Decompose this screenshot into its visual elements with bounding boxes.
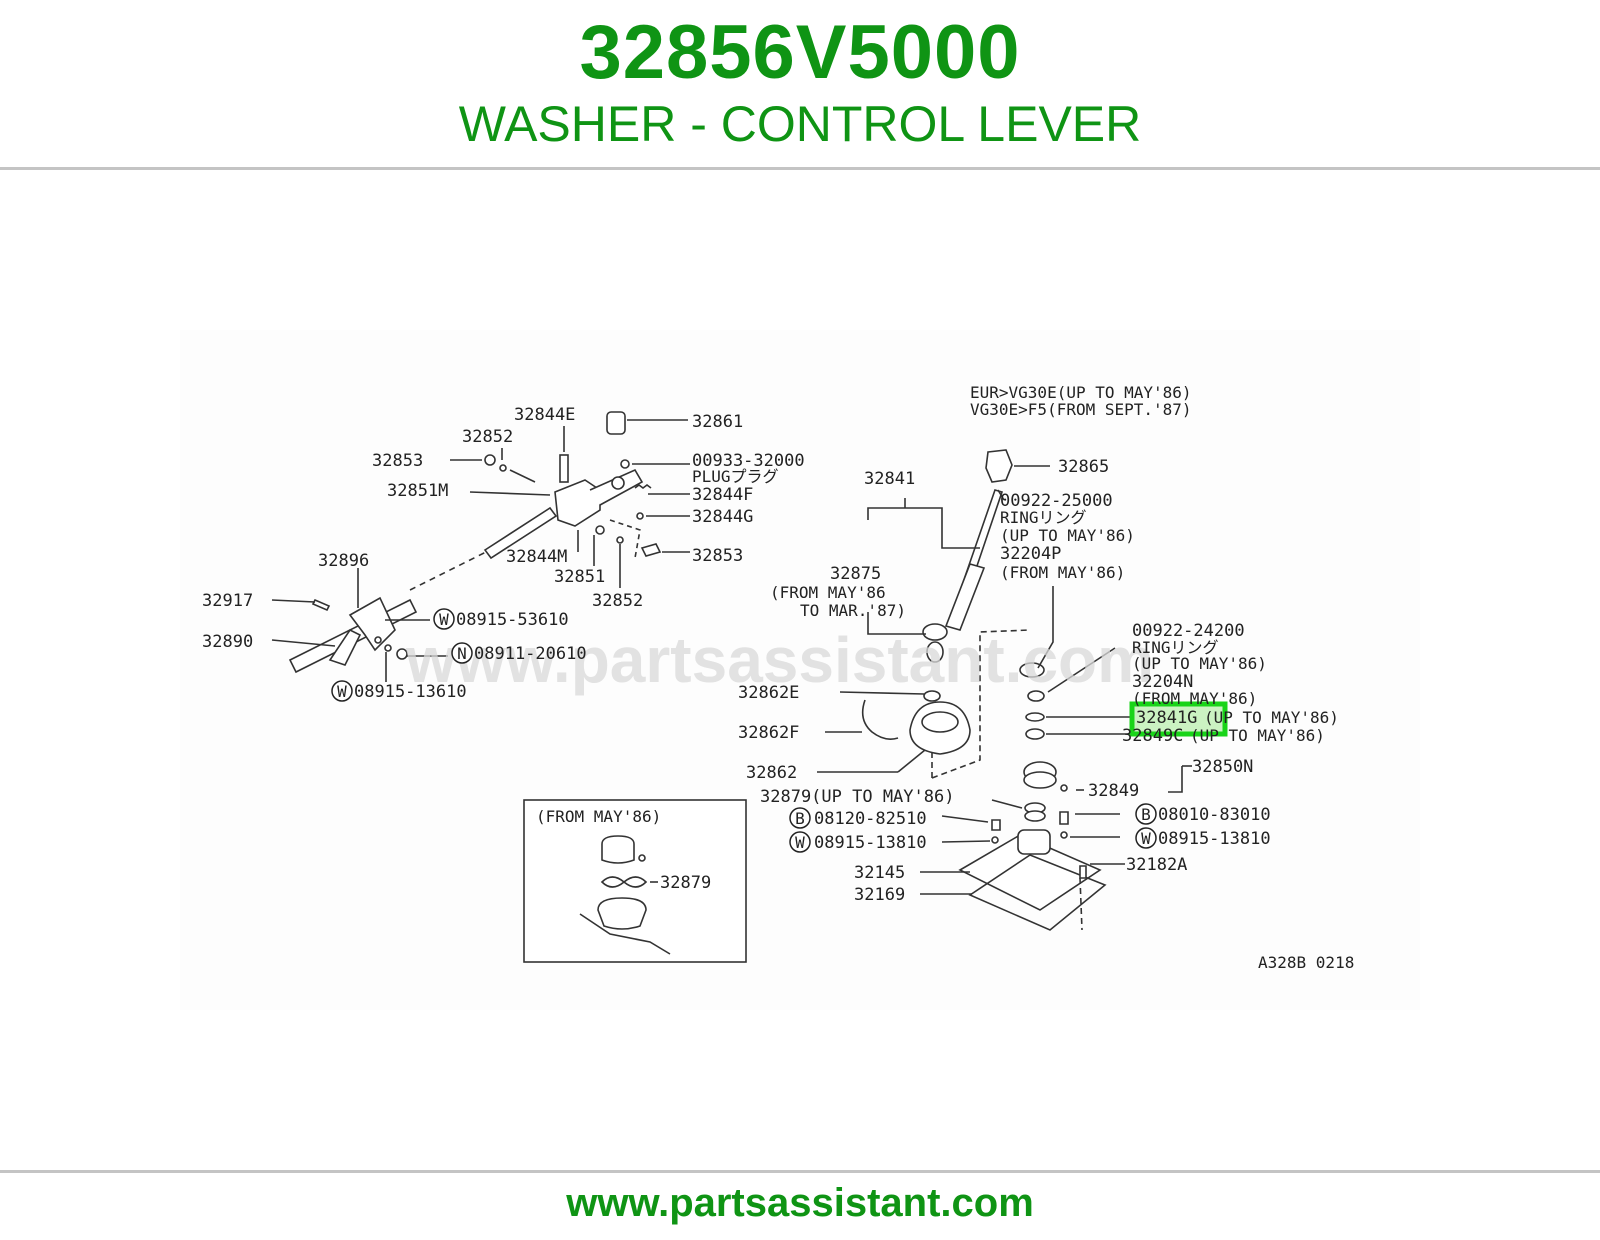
- part-label[interactable]: 32182A: [1126, 855, 1187, 875]
- footer-divider: [0, 1170, 1600, 1173]
- part-label[interactable]: 32917: [202, 591, 253, 611]
- part-label[interactable]: 32879: [660, 873, 711, 893]
- diagram-linework: [271, 411, 1192, 931]
- date-note: (UP TO MAY'86): [1190, 726, 1325, 745]
- part-label[interactable]: 08915-53610: [456, 610, 569, 630]
- bolt-mark: B: [1141, 805, 1151, 824]
- highlighted-part-label[interactable]: 32841G: [1136, 708, 1197, 728]
- part-label[interactable]: 00922-25000: [1000, 491, 1113, 511]
- part-label[interactable]: 08915-13810: [1158, 829, 1271, 849]
- part-label[interactable]: 32879(UP TO MAY'86): [760, 787, 954, 807]
- part-label[interactable]: 32851M: [387, 481, 448, 501]
- bolt-mark: B: [795, 809, 805, 828]
- washer-mark: W: [337, 682, 347, 701]
- part-label[interactable]: 32853: [692, 546, 743, 566]
- part-label[interactable]: 32145: [854, 863, 905, 883]
- part-label[interactable]: 08010-83010: [1158, 805, 1271, 825]
- footer-url[interactable]: www.partsassistant.com: [566, 1181, 1034, 1225]
- ring-note: RINGリング: [1000, 508, 1087, 527]
- date-note: TO MAR.'87): [800, 601, 906, 620]
- part-label[interactable]: 32862F: [738, 723, 799, 743]
- circle-marks: [331, 608, 1157, 853]
- part-label[interactable]: 32844M: [506, 547, 567, 567]
- inset-box: [523, 799, 747, 963]
- part-label[interactable]: 32852: [592, 591, 643, 611]
- part-label[interactable]: 00922-24200: [1132, 621, 1245, 641]
- part-label[interactable]: 32861: [692, 412, 743, 432]
- highlighted-part-box[interactable]: [1129, 701, 1228, 737]
- part-label[interactable]: 32844F: [692, 485, 753, 505]
- page-header: 32856V5000 WASHER - CONTROL LEVER: [0, 0, 1600, 168]
- ring-note: RINGリング: [1132, 638, 1219, 657]
- date-note: (UP TO MAY'86): [1000, 526, 1135, 545]
- part-label[interactable]: 08120-82510: [814, 809, 927, 829]
- header-divider: [0, 167, 1600, 170]
- part-label[interactable]: 32875: [830, 564, 881, 584]
- washer-mark: W: [439, 610, 449, 629]
- parts-diagram-svg: www.partsassistant.com W N W B W B W EUR…: [202, 383, 1354, 972]
- diagram-watermark: www.partsassistant.com: [405, 624, 1154, 696]
- part-label[interactable]: 32841: [864, 469, 915, 489]
- nut-mark: N: [457, 644, 467, 663]
- part-label[interactable]: 00933-32000: [692, 451, 805, 471]
- part-label[interactable]: 32169: [854, 885, 905, 905]
- part-label[interactable]: 32862E: [738, 683, 799, 703]
- part-label[interactable]: 32853: [372, 451, 423, 471]
- note-eur-line1: EUR>VG30E(UP TO MAY'86): [970, 383, 1192, 402]
- date-note: (UP TO MAY'86): [1132, 654, 1267, 673]
- plug-label: PLUGプラグ: [692, 467, 779, 486]
- part-label[interactable]: 32865: [1058, 457, 1109, 477]
- part-label[interactable]: 32849: [1088, 781, 1139, 801]
- washer-mark: W: [1141, 829, 1151, 848]
- part-label[interactable]: 32851: [554, 567, 605, 587]
- part-label[interactable]: 32862: [746, 763, 797, 783]
- part-label[interactable]: 32204P: [1000, 544, 1061, 564]
- date-note: (UP TO MAY'86): [1204, 708, 1339, 727]
- date-note: (FROM MAY'86): [1132, 689, 1257, 708]
- parts-diagram: www.partsassistant.com W N W B W B W EUR…: [180, 330, 1420, 1010]
- part-label[interactable]: 32852: [462, 427, 513, 447]
- part-label[interactable]: 08915-13810: [814, 833, 927, 853]
- part-label[interactable]: 32844E: [514, 405, 575, 425]
- part-label[interactable]: 32204N: [1132, 672, 1193, 692]
- part-label[interactable]: 08911-20610: [474, 644, 587, 664]
- part-label[interactable]: 32849C: [1122, 726, 1183, 746]
- part-label[interactable]: 32896: [318, 551, 369, 571]
- washer-mark: W: [795, 833, 805, 852]
- date-note: (FROM MAY'86): [1000, 563, 1125, 582]
- date-note: (FROM MAY'86: [770, 583, 886, 602]
- inset-title: (FROM MAY'86): [536, 807, 661, 826]
- part-name-subtitle: WASHER - CONTROL LEVER: [458, 96, 1142, 152]
- note-eur-line2: VG30E>F5(FROM SEPT.'87): [970, 400, 1192, 419]
- part-number-title: 32856V5000: [579, 10, 1021, 95]
- part-label[interactable]: 32844G: [692, 507, 753, 527]
- part-label[interactable]: 32850N: [1192, 757, 1253, 777]
- part-label[interactable]: 32890: [202, 632, 253, 652]
- part-label[interactable]: 08915-13610: [354, 682, 467, 702]
- diagram-code: A328B 0218: [1258, 953, 1354, 972]
